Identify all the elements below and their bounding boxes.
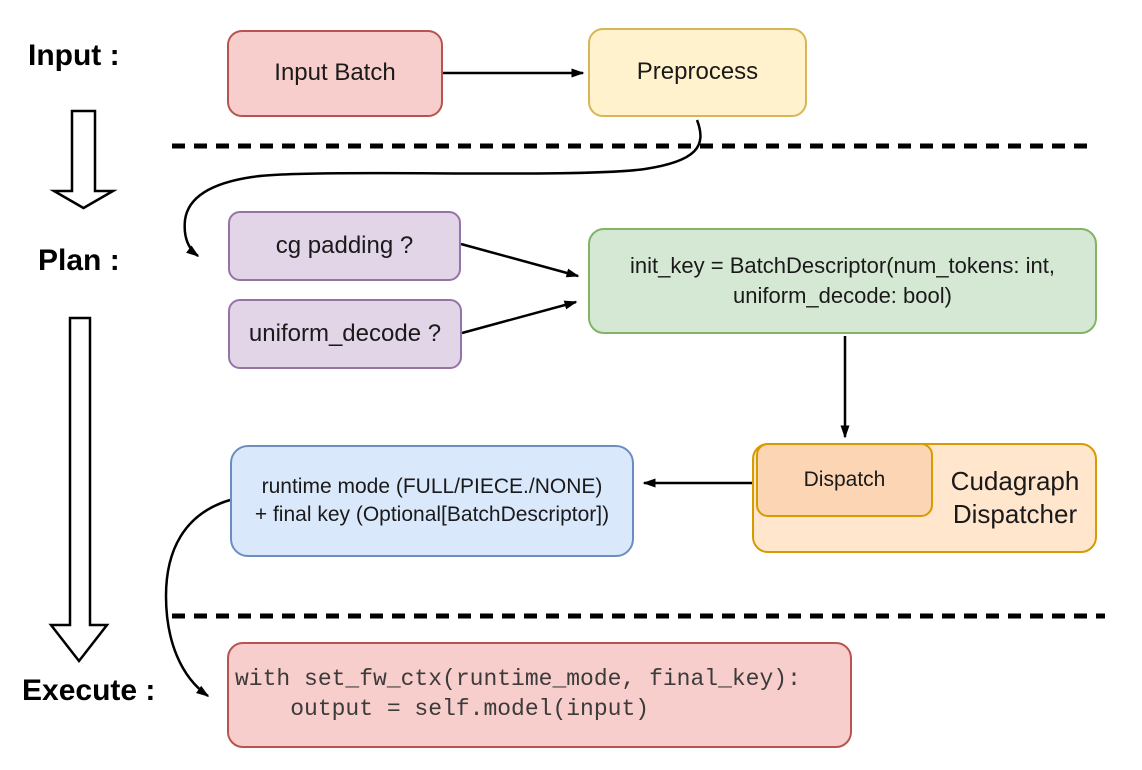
edge-uniformdecode-initkey (461, 300, 578, 335)
stage-label-input: Input : (28, 39, 120, 72)
cudagraph-dispatcher-caption: Cudagraph Dispatcher (935, 456, 1095, 540)
node-execute-code: with set_fw_ctx(runtime_mode, final_key)… (227, 642, 852, 748)
node-preprocess-label: Preprocess (636, 58, 759, 86)
node-runtime-mode: runtime mode (FULL/PIECE./NONE) + final … (230, 445, 634, 557)
edge-preprocess-cgpadding (183, 119, 702, 257)
node-uniform-decode-label: uniform_decode ? (248, 319, 442, 347)
stage-arrow-plan-to-execute (48, 316, 110, 664)
cudagraph-dispatcher-line1: Cudagraph (950, 465, 1080, 496)
stage-label-plan: Plan : (38, 244, 120, 277)
edge-runtime-execute (164, 498, 231, 698)
node-cg-padding: cg padding ? (228, 211, 461, 281)
node-cg-padding-label: cg padding ? (275, 231, 414, 259)
node-preprocess: Preprocess (588, 28, 807, 117)
node-init-key-line2: uniform_decode: bool) (733, 283, 952, 308)
node-init-key-line1: init_key = BatchDescriptor(num_tokens: i… (630, 253, 1055, 279)
node-dispatch-label: Dispatch (803, 467, 886, 491)
stage-arrow-input-to-plan (49, 109, 118, 210)
node-uniform-decode: uniform_decode ? (228, 299, 462, 369)
node-input-batch: Input Batch (227, 30, 443, 117)
node-runtime-line1: runtime mode (FULL/PIECE./NONE) (261, 474, 603, 498)
node-dispatch: Dispatch (756, 443, 933, 517)
execute-code-line1: with set_fw_ctx(runtime_mode, final_key)… (235, 666, 801, 693)
node-init-key: init_key = BatchDescriptor(num_tokens: i… (588, 228, 1097, 334)
node-input-batch-label: Input Batch (274, 59, 396, 87)
cudagraph-dispatcher-line2: Dispatcher (952, 499, 1078, 529)
edge-cgpadding-initkey (460, 242, 580, 278)
stage-label-execute: Execute : (22, 674, 156, 707)
execute-code-line2: output = self.model(input) (235, 696, 650, 722)
node-runtime-line2: + final key (Optional[BatchDescriptor]) (254, 503, 610, 526)
